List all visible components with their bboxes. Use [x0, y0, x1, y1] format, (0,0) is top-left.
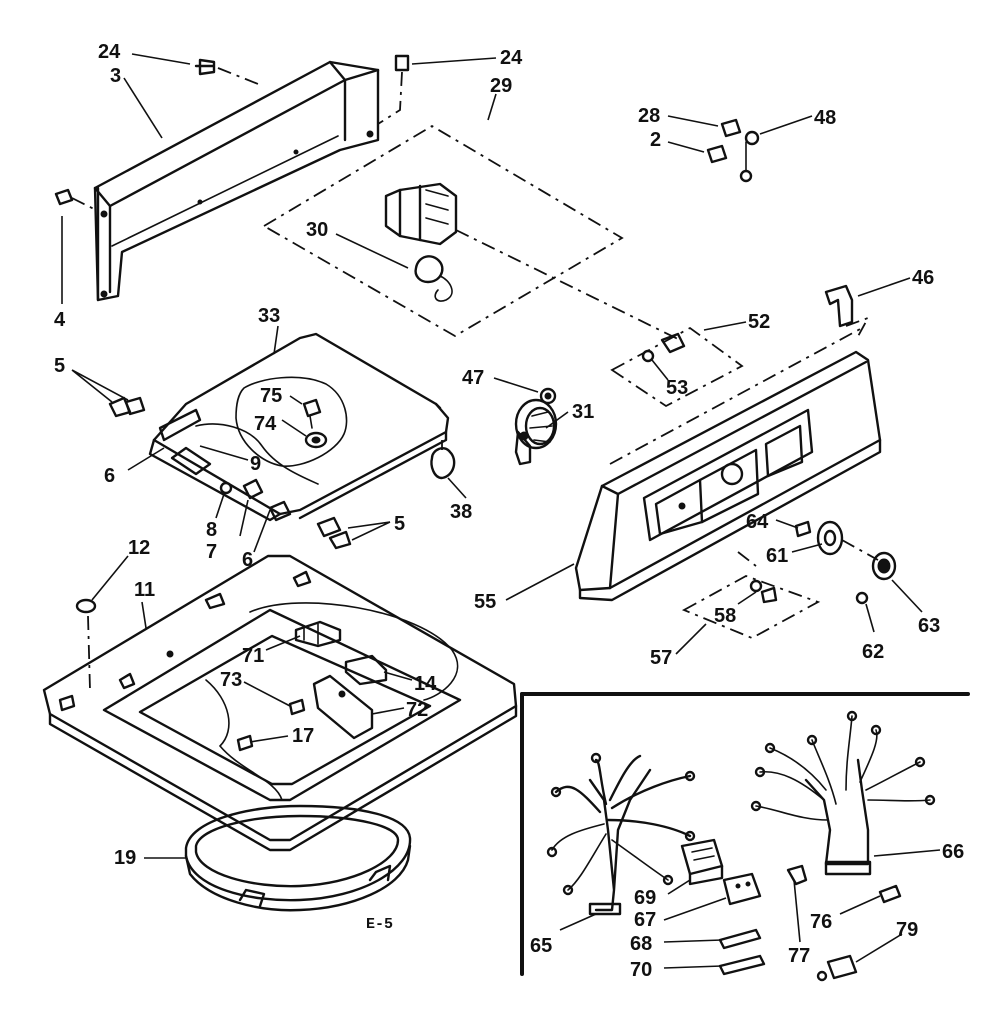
screw-4 — [54, 188, 97, 211]
screws-28-2-washer-48 — [706, 118, 760, 183]
screws-5-left — [108, 396, 146, 418]
callout-52: 52 — [748, 311, 770, 333]
part-69-block — [680, 838, 724, 886]
callout-19: 19 — [114, 847, 136, 869]
callout-28: 28 — [638, 105, 660, 127]
callout-79: 79 — [896, 919, 918, 941]
callout-38: 38 — [450, 501, 472, 523]
callout-12: 12 — [128, 537, 150, 559]
callout-70: 70 — [630, 959, 652, 981]
callout-30: 30 — [306, 219, 328, 241]
leader-lines — [61, 53, 941, 969]
callout-55: 55 — [474, 591, 496, 613]
callout-46: 46 — [912, 267, 934, 289]
part-31-timer-knob — [514, 398, 558, 466]
part-57-bracket — [681, 551, 821, 639]
part-74-grommet — [304, 431, 328, 449]
callout-33: 33 — [258, 305, 280, 327]
callout-7: 7 — [206, 541, 217, 563]
callout-63: 63 — [918, 615, 940, 637]
callout-57: 57 — [650, 647, 672, 669]
callout-66: 66 — [942, 841, 964, 863]
callout-75: 75 — [260, 385, 282, 407]
part-46-clip — [824, 284, 870, 341]
part-30-timer-motor — [384, 182, 681, 341]
callout-11: 11 — [134, 579, 155, 601]
parts-61-64-knob-assembly — [794, 520, 879, 561]
part-3-rear-bracket — [93, 60, 380, 302]
callout-64: 64 — [746, 511, 769, 533]
callout-58: 58 — [714, 605, 736, 627]
part-65-harness — [546, 752, 696, 916]
callout-53: 53 — [666, 377, 688, 399]
callout-14: 14 — [414, 673, 437, 695]
screws-5-right — [268, 500, 352, 550]
part-79-capacitor — [816, 954, 858, 982]
callout-65: 65 — [530, 935, 552, 957]
part-67-block — [722, 872, 762, 906]
callout-67: 67 — [634, 909, 656, 931]
callout-24: 24 — [98, 41, 121, 63]
part-29-timer-panel — [262, 124, 624, 338]
part-72-bracket — [312, 674, 374, 740]
callout-labels: 24 3 24 29 28 48 2 4 30 46 33 52 5 75 74… — [54, 41, 964, 981]
part-47-washer — [539, 387, 557, 405]
callout-77: 77 — [788, 945, 810, 967]
wiring-inset-frame — [520, 692, 970, 976]
part-71-switch — [294, 620, 342, 648]
screw-24-right — [377, 54, 410, 125]
callout-6: 6 — [242, 549, 253, 571]
callout-3: 3 — [110, 65, 121, 87]
callout-8: 8 — [206, 519, 217, 541]
part-19-ring — [184, 804, 412, 912]
callout-29: 29 — [490, 75, 512, 97]
callout-17: 17 — [292, 725, 314, 747]
part-70-connector — [718, 954, 766, 976]
callout-74: 74 — [254, 413, 277, 435]
part-33-control-bracket — [148, 332, 450, 522]
callout-71: 71 — [242, 645, 264, 667]
callout-48: 48 — [814, 107, 836, 129]
callout-5: 5 — [54, 355, 65, 377]
part-38-foot — [430, 440, 456, 480]
callout-2: 2 — [650, 129, 661, 151]
callout-73: 73 — [220, 669, 242, 691]
part-12-plug — [75, 598, 97, 691]
callout-62: 62 — [862, 641, 884, 663]
part-77-terminal — [786, 864, 808, 886]
part-62-nut — [855, 591, 869, 605]
callout-68: 68 — [630, 933, 652, 955]
callout-72: 72 — [406, 699, 428, 721]
part-75-bolt — [302, 398, 322, 429]
part-11-top-panel — [42, 554, 518, 852]
parts-7-8-screw — [219, 478, 264, 500]
callout-47: 47 — [462, 367, 484, 389]
callout-6: 6 — [104, 465, 115, 487]
callout-76: 76 — [810, 911, 832, 933]
callout-4: 4 — [54, 309, 66, 331]
part-66-harness — [750, 710, 936, 876]
callout-24: 24 — [500, 47, 523, 69]
part-76-terminal — [878, 884, 902, 904]
part-52-bracket — [610, 326, 744, 408]
figure-caption: E-5 — [366, 916, 393, 933]
callout-9: 9 — [250, 453, 261, 475]
callout-5: 5 — [394, 513, 405, 535]
screw-24-left — [194, 58, 259, 85]
callout-31: 31 — [572, 401, 594, 423]
part-63-knob — [871, 551, 897, 581]
part-17-screw — [236, 734, 254, 752]
part-14-lid-switch — [344, 654, 388, 686]
callout-61: 61 — [766, 545, 788, 567]
part-55-console — [574, 327, 882, 602]
part-68-connector — [718, 928, 762, 950]
part-73-screw — [288, 698, 306, 716]
callout-69: 69 — [634, 887, 656, 909]
